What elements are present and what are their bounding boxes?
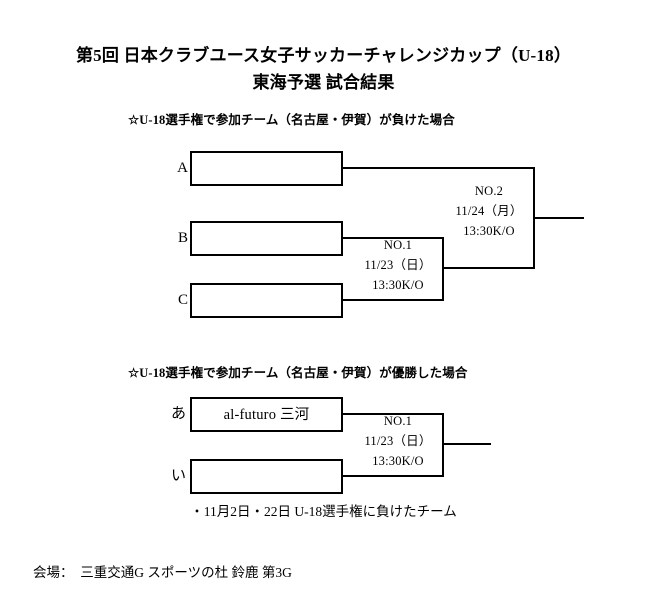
connector-c-to-no1 — [343, 299, 444, 302]
team-box-i-kana — [190, 459, 343, 494]
match-no2-date: 11/24（月） — [455, 204, 523, 218]
section-2-heading: ☆U-18選手権で参加チーム（名古屋・伊賀）が優勝した場合 — [128, 366, 468, 380]
section-1-heading: ☆U-18選手権で参加チーム（名古屋・伊賀）が負けた場合 — [128, 113, 455, 127]
page-title: 第5回 日本クラブユース女子サッカーチャレンジカップ（U-18） 東海予選 試合… — [0, 42, 647, 96]
match-info-no1-section-2: NO.1 11/23（日） 13:30K/O — [352, 411, 444, 471]
match-no1-number: NO.1 — [383, 238, 413, 252]
match-no2-number: NO.2 — [474, 184, 504, 198]
match-no1-kickoff: 13:30K/O — [372, 278, 424, 292]
seed-label-b: B — [177, 230, 188, 246]
team-box-b — [190, 221, 343, 256]
match-no1-date: 11/23（日） — [364, 258, 432, 272]
connector-b-to-no1 — [343, 237, 444, 240]
team-box-a — [190, 151, 343, 186]
team-box-c — [190, 283, 343, 318]
connector-i-kana-to-no1 — [343, 475, 444, 478]
match-no1-number-section-2: NO.1 — [383, 414, 413, 428]
match-info-no2: NO.2 11/24（月） 13:30K/O — [443, 181, 535, 241]
seed-label-a-kana: あ — [170, 406, 186, 422]
venue-line: 会場： 三重交通G スポーツの杜 鈴鹿 第3G — [33, 565, 292, 580]
connector-no1-out-section-2 — [441, 443, 491, 446]
connector-a-to-no2 — [343, 167, 535, 170]
section-2-note: ・11月2日・22日 U-18選手権に負けたチーム — [190, 504, 457, 519]
match-no1-kickoff-section-2: 13:30K/O — [372, 454, 424, 468]
connector-no1-to-no2 — [441, 267, 535, 270]
seed-label-a: A — [177, 160, 188, 176]
match-no2-kickoff: 13:30K/O — [463, 224, 515, 238]
connector-no2-out — [532, 217, 584, 220]
team-box-a-kana: al-futuro 三河 — [190, 397, 343, 432]
seed-label-i-kana: い — [170, 468, 186, 484]
title-line-1: 第5回 日本クラブユース女子サッカーチャレンジカップ（U-18） — [75, 46, 572, 65]
match-no1-date-section-2: 11/23（日） — [364, 434, 432, 448]
connector-a-kana-to-no1 — [343, 413, 444, 416]
seed-label-c: C — [177, 292, 188, 308]
title-line-2: 東海予選 試合結果 — [252, 73, 395, 92]
match-info-no1: NO.1 11/23（日） 13:30K/O — [352, 235, 444, 295]
team-name-a-kana: al-futuro 三河 — [223, 406, 310, 423]
